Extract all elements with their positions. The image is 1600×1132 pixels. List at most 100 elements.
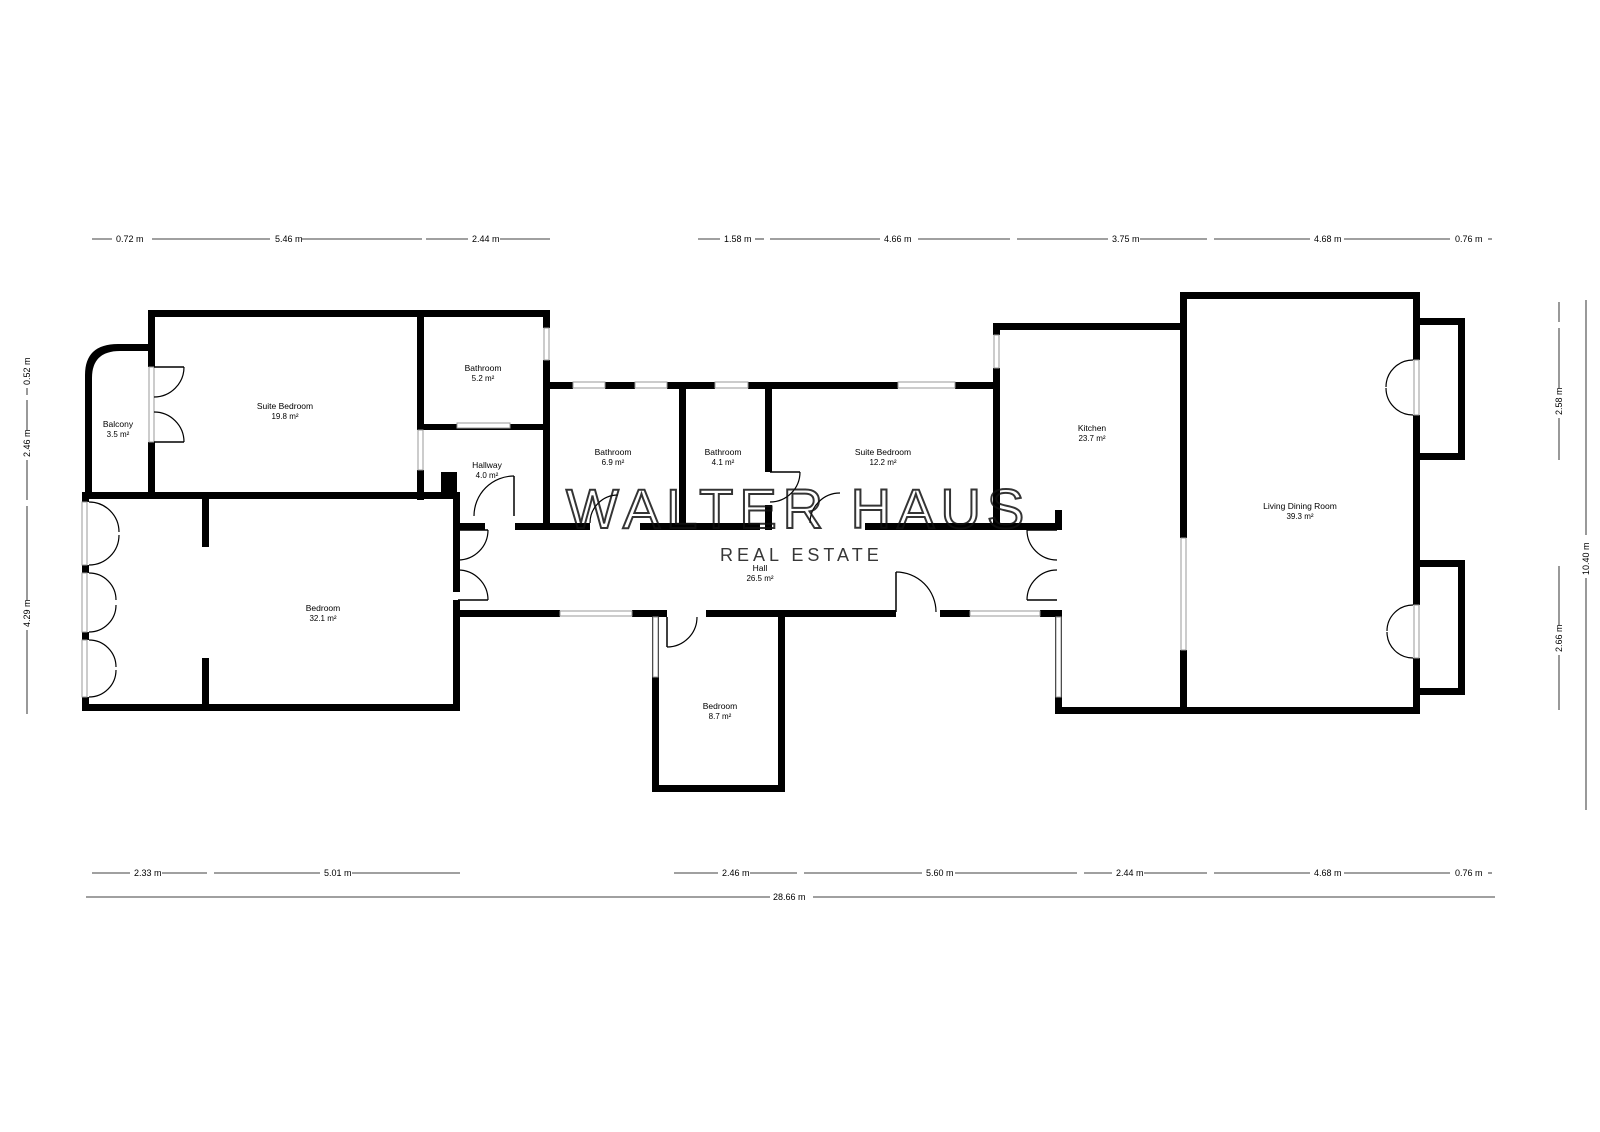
door-swing	[473, 475, 515, 517]
watermark-brand: WALTER HAUS	[566, 477, 1030, 540]
room-area: 39.3 m²	[1286, 512, 1313, 521]
door-swing	[88, 639, 117, 668]
wall	[652, 785, 785, 792]
dimension-label: 4.68 m	[1314, 234, 1342, 244]
room-area: 26.5 m²	[746, 574, 773, 583]
wall	[1413, 415, 1420, 605]
wall	[82, 492, 89, 502]
window	[543, 327, 550, 361]
door-swing	[88, 501, 120, 533]
room-label-bathroom-2: Bathroom 6.9 m²	[595, 447, 632, 467]
wall	[955, 382, 1000, 389]
window	[897, 381, 956, 389]
room-area: 19.8 m²	[271, 412, 298, 421]
wall	[1413, 318, 1465, 325]
room-name: Bedroom	[703, 701, 738, 711]
room-area: 4.0 m²	[476, 471, 499, 480]
wall	[543, 360, 550, 388]
balcony-wall	[85, 344, 154, 497]
window	[559, 610, 633, 617]
room-area: 32.1 m²	[309, 614, 336, 623]
window	[993, 334, 1000, 369]
wall	[82, 565, 89, 573]
room-name: Bathroom	[465, 363, 502, 373]
window	[634, 381, 668, 389]
wall	[1413, 453, 1465, 460]
door-swing	[457, 529, 489, 561]
windows	[81, 327, 1420, 698]
dimension-label: 2.58 m	[1554, 387, 1564, 415]
room-name: Hall	[753, 563, 768, 573]
wall	[652, 610, 659, 792]
wall	[778, 610, 785, 792]
window	[1180, 537, 1187, 651]
wall	[632, 610, 667, 617]
wall	[417, 470, 424, 500]
wall	[748, 382, 898, 389]
wall	[202, 658, 209, 711]
room-label-bathroom-3: Bathroom 4.1 m²	[705, 447, 742, 467]
door-swing	[88, 572, 117, 601]
wall	[1055, 707, 1420, 714]
wall	[706, 610, 896, 617]
wall	[765, 505, 772, 530]
wall	[1180, 292, 1420, 299]
room-area: 12.2 m²	[869, 458, 896, 467]
dimension-label: 2.46 m	[722, 868, 750, 878]
door-swing	[1026, 569, 1058, 601]
door-swing	[666, 616, 698, 648]
doors	[88, 359, 1414, 698]
dimension-label: 1.58 m	[724, 234, 752, 244]
wall	[202, 492, 209, 547]
wall	[455, 523, 485, 530]
dimension-label: 5.01 m	[324, 868, 352, 878]
window	[456, 422, 511, 429]
wall	[667, 382, 715, 389]
wall	[1458, 318, 1465, 460]
wall	[1413, 658, 1420, 714]
room-area: 5.2 m²	[472, 374, 495, 383]
wall	[1040, 610, 1062, 617]
dimension-label: 4.66 m	[884, 234, 912, 244]
door-swing	[809, 492, 841, 524]
dimension-label: 2.44 m	[1116, 868, 1144, 878]
door-swing	[1386, 604, 1414, 632]
wall	[543, 382, 573, 389]
dimension-label: 10.40 m	[1581, 542, 1591, 575]
room-label-suite-bedroom-1: Suite Bedroom 19.8 m²	[257, 401, 313, 421]
door-swing	[88, 604, 117, 633]
room-name: Living Dining Room	[1263, 501, 1337, 511]
wall	[605, 382, 635, 389]
room-name: Suite Bedroom	[257, 401, 313, 411]
window	[81, 639, 88, 698]
room-area: 4.1 m²	[712, 458, 735, 467]
wall	[1413, 688, 1465, 695]
room-area: 6.9 m²	[602, 458, 625, 467]
room-label-living-dining: Living Dining Room 39.3 m²	[1263, 501, 1337, 521]
dimension-label: 4.68 m	[1314, 868, 1342, 878]
door-swing	[457, 569, 489, 601]
dimension-label: 0.72 m	[116, 234, 144, 244]
dimension-label: 5.60 m	[926, 868, 954, 878]
wall	[640, 523, 760, 530]
dimension-label: 4.29 m	[22, 599, 32, 627]
wall	[865, 523, 1060, 530]
watermark: WALTER HAUS REAL ESTATE	[565, 476, 1030, 565]
wall	[417, 310, 424, 430]
room-labels: Balcony 3.5 m² Suite Bedroom 19.8 m² Bat…	[103, 363, 1337, 721]
dimension-label: 3.75 m	[1112, 234, 1140, 244]
wall	[765, 382, 772, 472]
watermark-tagline: REAL ESTATE	[720, 545, 883, 565]
wall	[82, 632, 89, 640]
room-area: 23.7 m²	[1078, 434, 1105, 443]
window	[969, 610, 1041, 617]
walls	[82, 292, 1465, 792]
door-swing	[895, 571, 937, 613]
room-label-hall: Hall 26.5 m²	[746, 563, 773, 583]
dimension-label: 2.66 m	[1554, 624, 1564, 652]
room-name: Balcony	[103, 419, 134, 429]
room-area: 8.7 m²	[709, 712, 732, 721]
wall	[1413, 560, 1465, 567]
dimension-label: 28.66 m	[773, 892, 806, 902]
window	[1413, 359, 1420, 416]
